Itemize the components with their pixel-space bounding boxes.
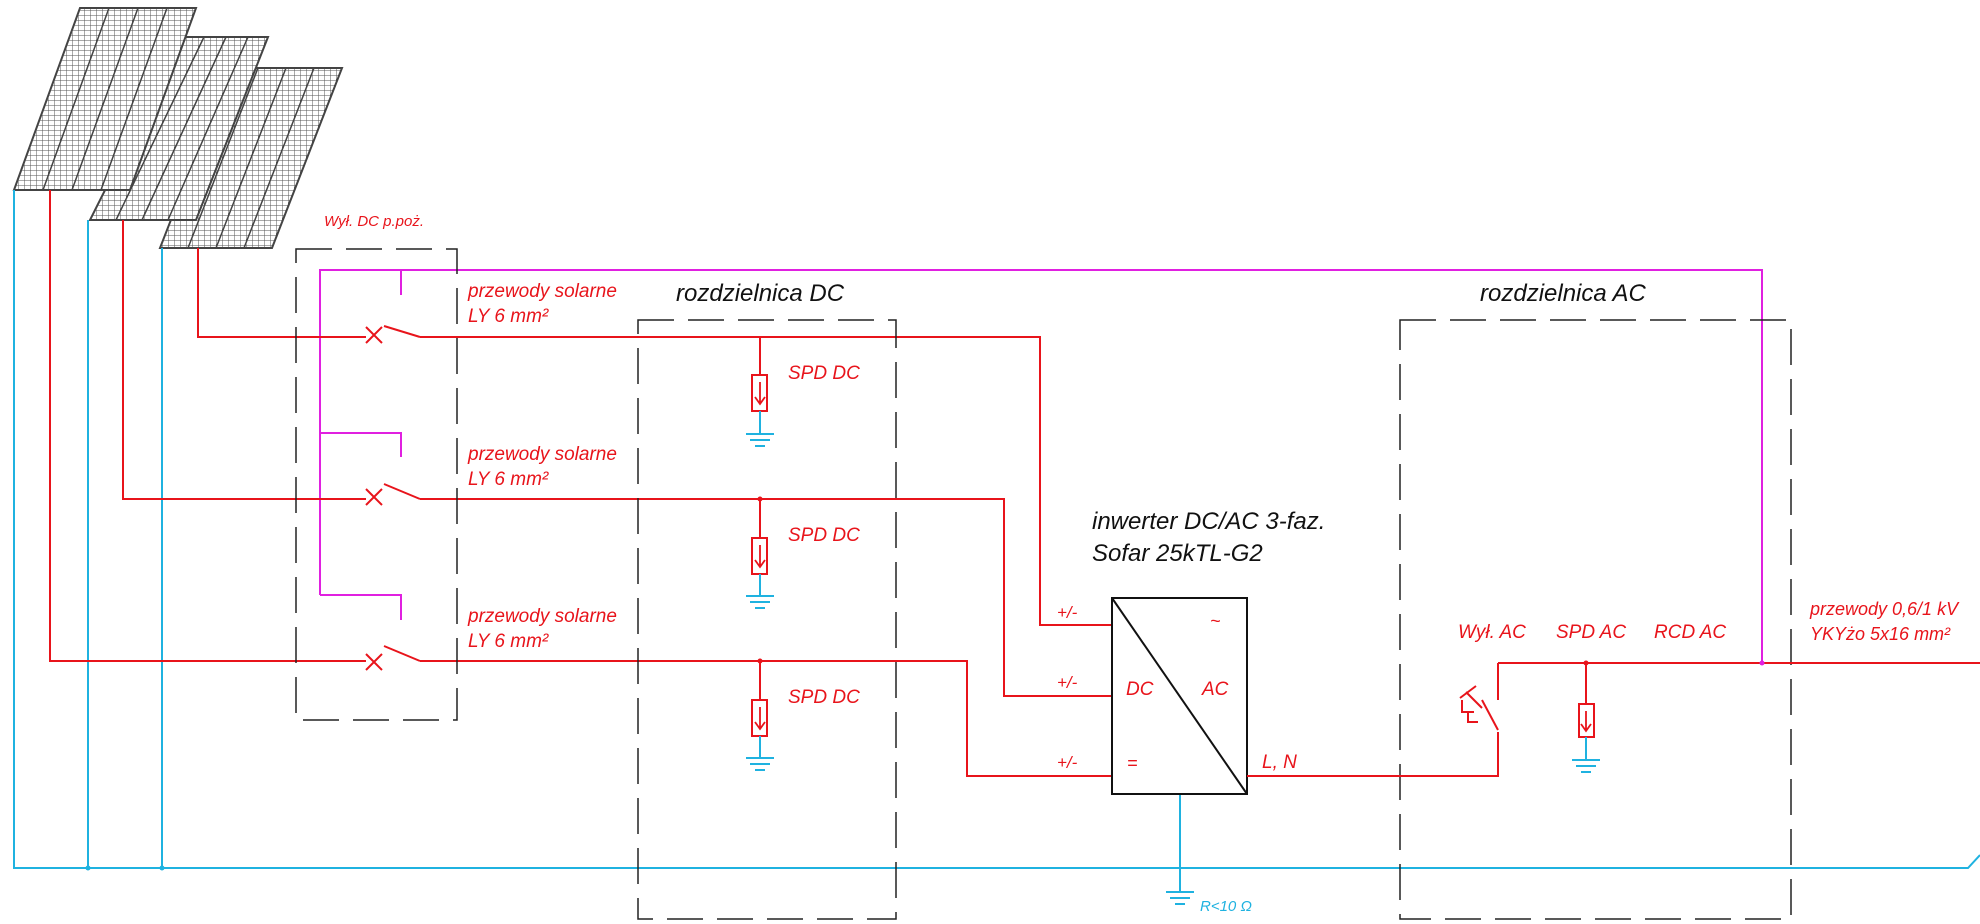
ac-cable-size: YKYżo 5x16 mm² <box>1810 624 1951 644</box>
dc-switch-1[interactable] <box>365 325 421 344</box>
ac-switch[interactable] <box>1459 663 1499 731</box>
spd-dc-devices <box>746 337 774 771</box>
inverter-dc-label: DC <box>1126 679 1154 700</box>
fire-switch-enclosure <box>295 248 458 721</box>
dc-input-label-3: +/- <box>1057 753 1078 772</box>
earthing-junctions <box>85 865 165 871</box>
ac-cable-label: przewody 0,6/1 kV <box>1809 599 1960 619</box>
inverter-ac-label: AC <box>1201 679 1229 700</box>
rcd-ac-label: RCD AC <box>1654 622 1726 643</box>
ac-board-enclosure <box>1399 319 1792 920</box>
inverter-title: inwerter DC/AC 3-faz. <box>1092 508 1325 535</box>
inverter-eq: = <box>1127 753 1138 773</box>
dc-board-enclosure <box>637 319 897 920</box>
cable-size-2: LY 6 mm² <box>468 469 549 490</box>
spd-dc-2 <box>746 496 774 609</box>
pv-panels <box>12 7 344 249</box>
fire-switch-label: Wył. DC p.poż. <box>324 213 424 230</box>
ac-lines <box>1247 662 1980 777</box>
dc-strings <box>49 190 1112 777</box>
cable-size-1: LY 6 mm² <box>468 306 549 327</box>
earthing-conductors <box>13 190 1980 892</box>
pv-panel-1 <box>12 7 198 191</box>
spd-dc-1 <box>746 337 774 447</box>
spd-dc-3 <box>746 658 774 771</box>
dc-switches <box>346 325 421 671</box>
spd-dc-label-3: SPD DC <box>788 687 860 708</box>
ac-board-title: rozdzielnica AC <box>1480 280 1647 307</box>
cable-label-3: przewody solarne <box>467 606 617 627</box>
cable-label-2: przewody solarne <box>467 444 617 465</box>
dc-board-title: rozdzielnica DC <box>676 280 845 307</box>
cable-size-3: LY 6 mm² <box>468 631 549 652</box>
inverter-tilde: ~ <box>1210 611 1221 631</box>
ac-switch-label: Wył. AC <box>1458 622 1526 643</box>
spd-dc-label-1: SPD DC <box>788 363 860 384</box>
dc-input-label-1: +/- <box>1057 603 1078 622</box>
inverter-output-label: L, N <box>1262 752 1297 773</box>
spd-ac <box>1572 660 1600 773</box>
enclosures <box>295 248 1792 920</box>
dc-switch-3[interactable] <box>346 645 421 671</box>
dc-input-label-2: +/- <box>1057 673 1078 692</box>
ac-control-junction <box>1759 660 1765 666</box>
dc-switch-2[interactable] <box>365 483 421 506</box>
inverter-ground-icon <box>1166 891 1194 905</box>
ground-resistance-label: R<10 Ω <box>1200 898 1252 915</box>
spd-ac-label: SPD AC <box>1556 622 1626 643</box>
cable-label-1: przewody solarne <box>467 281 617 302</box>
fire-switch-control-lines <box>319 269 1763 663</box>
inverter-model: Sofar 25kTL-G2 <box>1092 540 1263 567</box>
spd-dc-label-2: SPD DC <box>788 525 860 546</box>
inverter <box>1111 597 1248 795</box>
